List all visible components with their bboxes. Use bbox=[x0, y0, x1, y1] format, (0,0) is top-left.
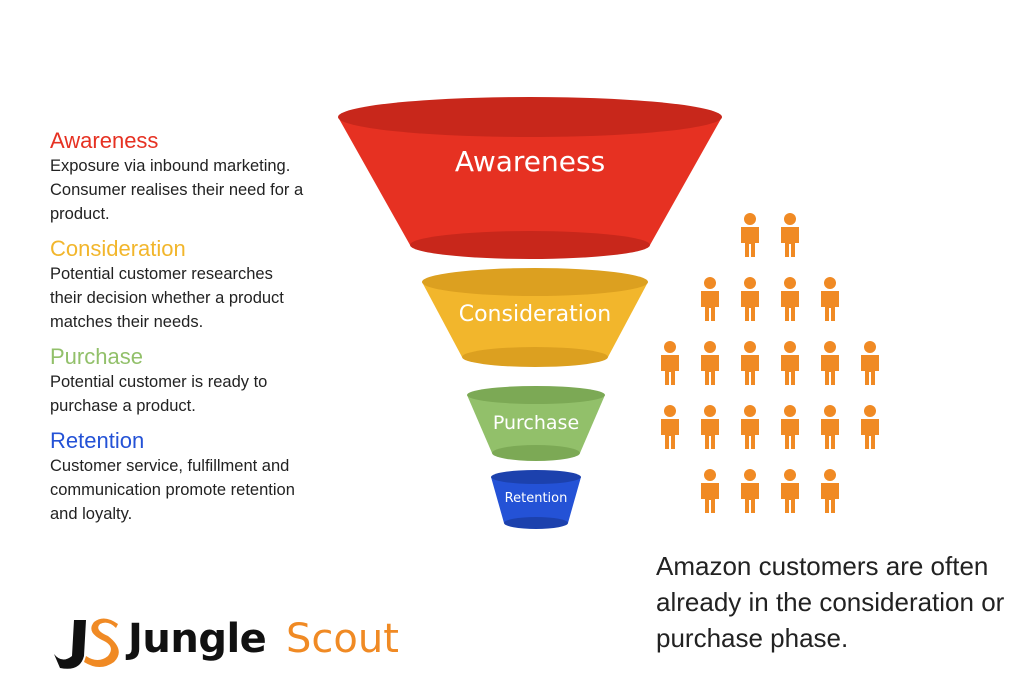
funnel-label-purchase: Purchase bbox=[493, 412, 579, 434]
stage-retention-title: Retention bbox=[50, 428, 145, 453]
jungle-scout-logo: Jungle Scout bbox=[46, 610, 446, 670]
funnel-diagram: Awareness Consideration Purchase Retenti… bbox=[338, 97, 722, 529]
stage-purchase-title: Purchase bbox=[50, 344, 143, 369]
logo-word-scout: Scout bbox=[286, 616, 399, 662]
stage-purchase: Purchase Potential customer is ready to … bbox=[50, 344, 350, 418]
person-icon bbox=[781, 469, 799, 513]
person-icon bbox=[861, 341, 879, 385]
person-icon bbox=[741, 469, 759, 513]
js-logo-mark-icon bbox=[54, 618, 119, 669]
funnel-segment-retention: Retention bbox=[491, 470, 581, 529]
stage-descriptions: Awareness Exposure via inbound marketing… bbox=[50, 128, 350, 536]
person-icon bbox=[781, 341, 799, 385]
funnel-label-retention: Retention bbox=[505, 491, 568, 506]
person-icon bbox=[781, 277, 799, 321]
funnel-segment-consideration: Consideration bbox=[422, 268, 648, 367]
funnel-label-consideration: Consideration bbox=[459, 302, 612, 327]
funnel-segment-awareness: Awareness bbox=[338, 97, 722, 259]
stage-awareness-description: Exposure via inbound marketing. Consumer… bbox=[50, 157, 304, 223]
person-icon bbox=[821, 469, 839, 513]
person-icon bbox=[701, 341, 719, 385]
person-icon bbox=[741, 341, 759, 385]
person-icon bbox=[781, 405, 799, 449]
person-icon bbox=[821, 341, 839, 385]
stage-consideration-description: Potential customer researches their deci… bbox=[50, 265, 284, 331]
person-icon bbox=[741, 405, 759, 449]
funnel-label-awareness: Awareness bbox=[455, 145, 605, 178]
person-icon bbox=[741, 277, 759, 321]
stage-awareness: Awareness Exposure via inbound marketing… bbox=[50, 128, 350, 226]
person-icon bbox=[781, 213, 799, 257]
stage-retention: Retention Customer service, fulfillment … bbox=[50, 428, 350, 526]
person-icon bbox=[861, 405, 879, 449]
stage-retention-description: Customer service, fulfillment and commun… bbox=[50, 457, 295, 523]
logo-word-jungle: Jungle bbox=[128, 616, 267, 662]
customer-icon-grid bbox=[661, 213, 879, 513]
person-icon bbox=[821, 405, 839, 449]
amazon-customers-note: Amazon customers are often already in th… bbox=[656, 551, 1005, 653]
person-icon bbox=[821, 277, 839, 321]
stage-consideration-title: Consideration bbox=[50, 236, 186, 261]
person-icon bbox=[701, 469, 719, 513]
funnel-segment-purchase: Purchase bbox=[467, 386, 605, 461]
person-icon bbox=[661, 405, 679, 449]
person-icon bbox=[701, 405, 719, 449]
stage-awareness-title: Awareness bbox=[50, 128, 159, 153]
stage-consideration: Consideration Potential customer researc… bbox=[50, 236, 350, 334]
person-icon bbox=[701, 277, 719, 321]
person-icon bbox=[661, 341, 679, 385]
person-icon bbox=[741, 213, 759, 257]
stage-purchase-description: Potential customer is ready to purchase … bbox=[50, 373, 268, 415]
